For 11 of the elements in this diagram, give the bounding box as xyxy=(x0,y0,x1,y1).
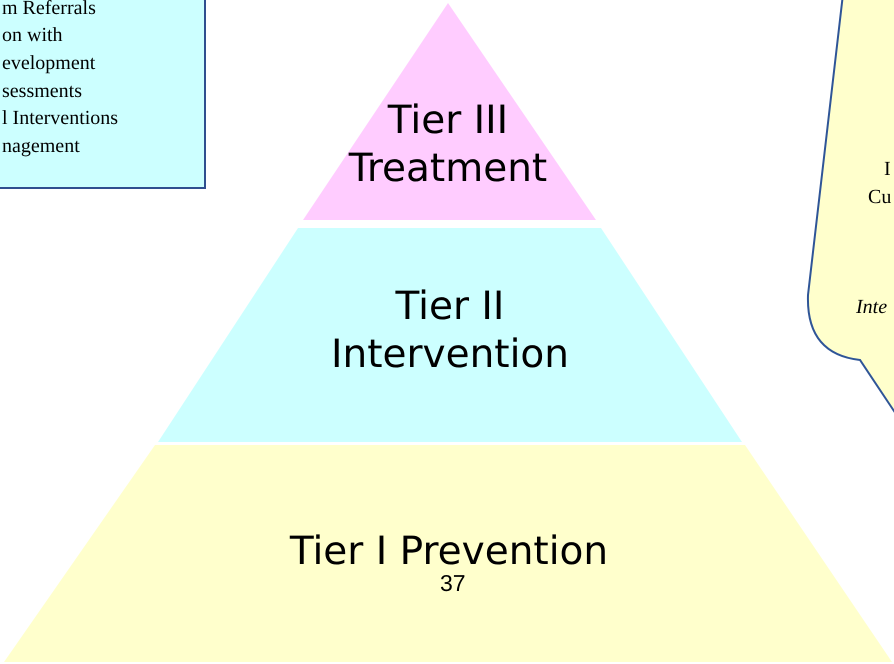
list-item-text: l Interventions xyxy=(2,107,118,130)
list-item-text: nagement xyxy=(2,135,80,158)
list-item-text: evelopment xyxy=(2,52,96,75)
list-item-text: m Referrals xyxy=(2,0,96,20)
tier-label: Tier II Intervention xyxy=(330,283,570,379)
callout-text: Inte xyxy=(856,296,888,319)
list-item-text: on with xyxy=(2,24,63,47)
callout-text: Cu xyxy=(868,186,892,209)
list-item-text: sessments xyxy=(2,80,82,103)
tier-label: Tier III Treatment xyxy=(348,97,548,193)
callout-text: I xyxy=(884,158,891,181)
